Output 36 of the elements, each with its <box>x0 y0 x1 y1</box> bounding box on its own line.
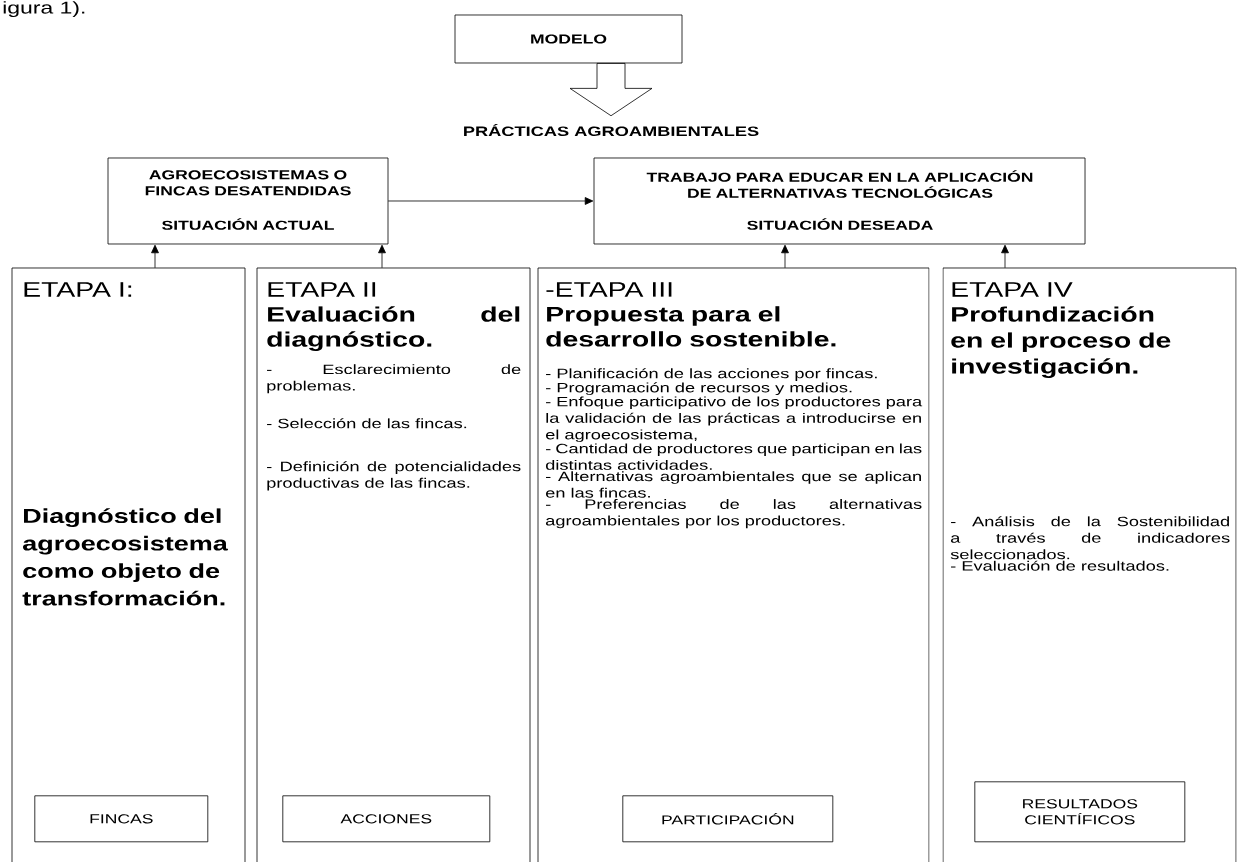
caption-fragment: igura 1). <box>3 1 85 18</box>
stage-label: ETAPA II <box>268 282 376 297</box>
category-box: RESULTADOS CIENTÍFICOS <box>974 781 1186 843</box>
bullet-text: - Evaluación de resultados. <box>951 560 1169 571</box>
box-heading: TRABAJO PARA EDUCAR EN LA APLICACIÓN DE ALTERNATIVAS TECNOLÓGICAS <box>646 170 1033 198</box>
bullet-text: - Programación de recursos y medios. <box>546 382 852 396</box>
box-heading: SITUACIÓN ACTUAL <box>162 218 334 230</box>
block-arrow <box>569 63 653 117</box>
category-box: ACCIONES <box>282 795 491 843</box>
bullet-text: - Selección de las fincas. <box>267 418 467 429</box>
stage-title: Diagnóstico del agroecosistema como objeto de transformación. <box>22 508 228 606</box>
stage-title: Propuesta para el desarrollo sostenible. <box>546 306 836 347</box>
bullet-text: - Preferencias de las alternativas agroambientales por los productores. <box>546 499 922 529</box>
box-heading: AGROECOSISTEMAS O FINCAS DESATENDIDAS <box>145 170 351 196</box>
bullet-text: - Análisis de la Sostenibilidad a través de indicadores seleccionados. <box>950 516 1230 560</box>
bullet-text: - Enfoque participativo de los productores para la validación de las prácticas a introducirse en el agroecosistema, <box>546 396 923 443</box>
category-box: FINCAS <box>34 795 209 843</box>
heading-text: PRÁCTICAS AGROAMBIENTALES <box>464 123 759 137</box>
arrow <box>1001 244 1009 269</box>
bullet-text: - Alternativas agroambientales que se aplican en las fincas. <box>546 471 921 498</box>
stage-label: -ETAPA III <box>546 282 672 297</box>
category-box: PARTICIPACIÓN <box>622 795 834 843</box>
model-box: MODELO <box>454 14 683 64</box>
arrow <box>378 244 386 269</box>
bullet-text: - Planificación de las acciones por fincas. <box>546 368 877 381</box>
stage-label: ETAPA IV <box>952 282 1073 297</box>
stage-label: ETAPA I: <box>24 282 132 297</box>
arrow <box>781 244 789 269</box>
box-heading: SITUACIÓN DESEADA <box>747 218 933 230</box>
arrow <box>387 197 594 205</box>
bullet-text: - Cantidad de productores que participan en las distintas actividades. <box>546 443 922 470</box>
arrow <box>151 244 159 269</box>
bullet-text: - Definición de potencialidades productivas de las fincas. <box>267 461 521 491</box>
stage-title: Evaluación del diagnóstico. <box>267 306 520 352</box>
bullet-text: - Esclarecimiento de problemas. <box>267 364 521 394</box>
stage-title: Profundización en el proceso de investigación. <box>951 306 1171 379</box>
